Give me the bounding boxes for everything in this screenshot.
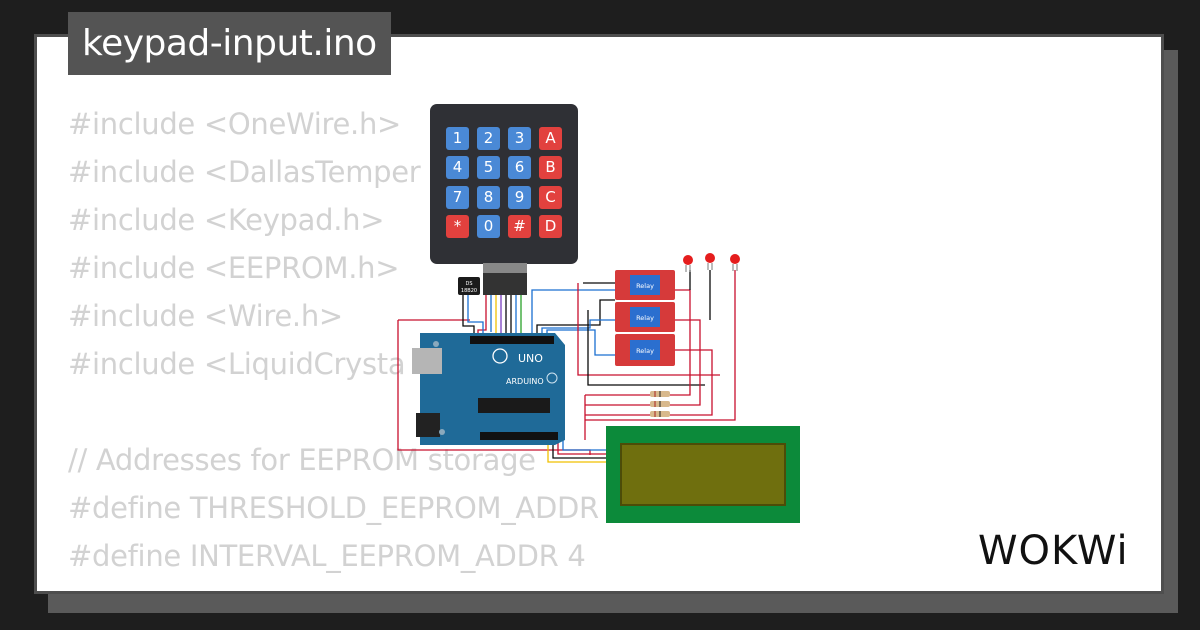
code-line: #include <LiquidCrysta <box>68 347 406 381</box>
temperature-sensor: DS 18B20 <box>458 277 480 295</box>
keypad-key: 2 <box>477 127 500 150</box>
relay-module: Relay <box>615 334 675 366</box>
file-title: keypad-input.ino <box>68 12 391 75</box>
keypad-key: 0 <box>477 215 500 238</box>
code-line: #include <Keypad.h> <box>68 203 385 237</box>
keypad-key: 3 <box>508 127 531 150</box>
code-line: // Addresses for EEPROM storage <box>68 443 536 477</box>
circuit-diagram: DS 18B20 ARDUINO UNO Relay Relay Relay <box>397 253 740 463</box>
keypad-key: B <box>539 156 562 179</box>
code-line: #define INTERVAL_EEPROM_ADDR 4 <box>68 539 586 573</box>
wokwi-logo: WOKWi <box>978 528 1129 574</box>
preview-card <box>34 34 1164 594</box>
relay-label: Relay <box>636 282 654 290</box>
resistor <box>650 411 670 417</box>
wires <box>397 270 736 463</box>
led <box>705 253 715 270</box>
led <box>730 254 740 271</box>
code-line: #include <EEPROM.h> <box>68 251 400 285</box>
keypad-connector <box>483 263 527 295</box>
resistor <box>650 391 670 397</box>
code-line: #define THRESHOLD_EEPROM_ADDR <box>68 491 599 525</box>
resistor <box>650 401 670 407</box>
keypad-key: 5 <box>477 156 500 179</box>
keypad-key: 9 <box>508 186 531 209</box>
wokwi-logo-text: WOKWi <box>978 528 1129 574</box>
code-preview: #include <OneWire.h> #include <DallasTem… <box>68 100 599 580</box>
keypad-key: 1 <box>446 127 469 150</box>
keypad-key: A <box>539 127 562 150</box>
keypad-key: # <box>508 215 531 238</box>
keypad-key: * <box>446 215 469 238</box>
arduino-uno-board: ARDUINO UNO <box>412 333 565 445</box>
code-line: #include <OneWire.h> <box>68 107 402 141</box>
code-line: #include <Wire.h> <box>68 299 343 333</box>
keypad-key: D <box>539 215 562 238</box>
keypad-key: 8 <box>477 186 500 209</box>
relay-label: Relay <box>636 314 654 322</box>
lcd-display <box>606 426 800 523</box>
lcd-screen <box>620 443 786 506</box>
sensor-label: DS <box>465 281 472 287</box>
keypad-key: 7 <box>446 186 469 209</box>
keypad-key: C <box>539 186 562 209</box>
keypad-key: 4 <box>446 156 469 179</box>
keypad-component: 1 2 3 A 4 5 6 B 7 8 9 C * 0 # D <box>430 104 578 264</box>
relay-module: Relay <box>615 302 675 332</box>
sensor-label: 18B20 <box>461 288 477 294</box>
relay-label: Relay <box>636 347 654 355</box>
arduino-brand: ARDUINO <box>506 377 544 386</box>
led <box>683 255 693 272</box>
keypad-key: 6 <box>508 156 531 179</box>
code-line: #include <DallasTemper <box>68 155 421 189</box>
arduino-model: UNO <box>518 352 543 365</box>
relay-module: Relay <box>615 270 675 300</box>
